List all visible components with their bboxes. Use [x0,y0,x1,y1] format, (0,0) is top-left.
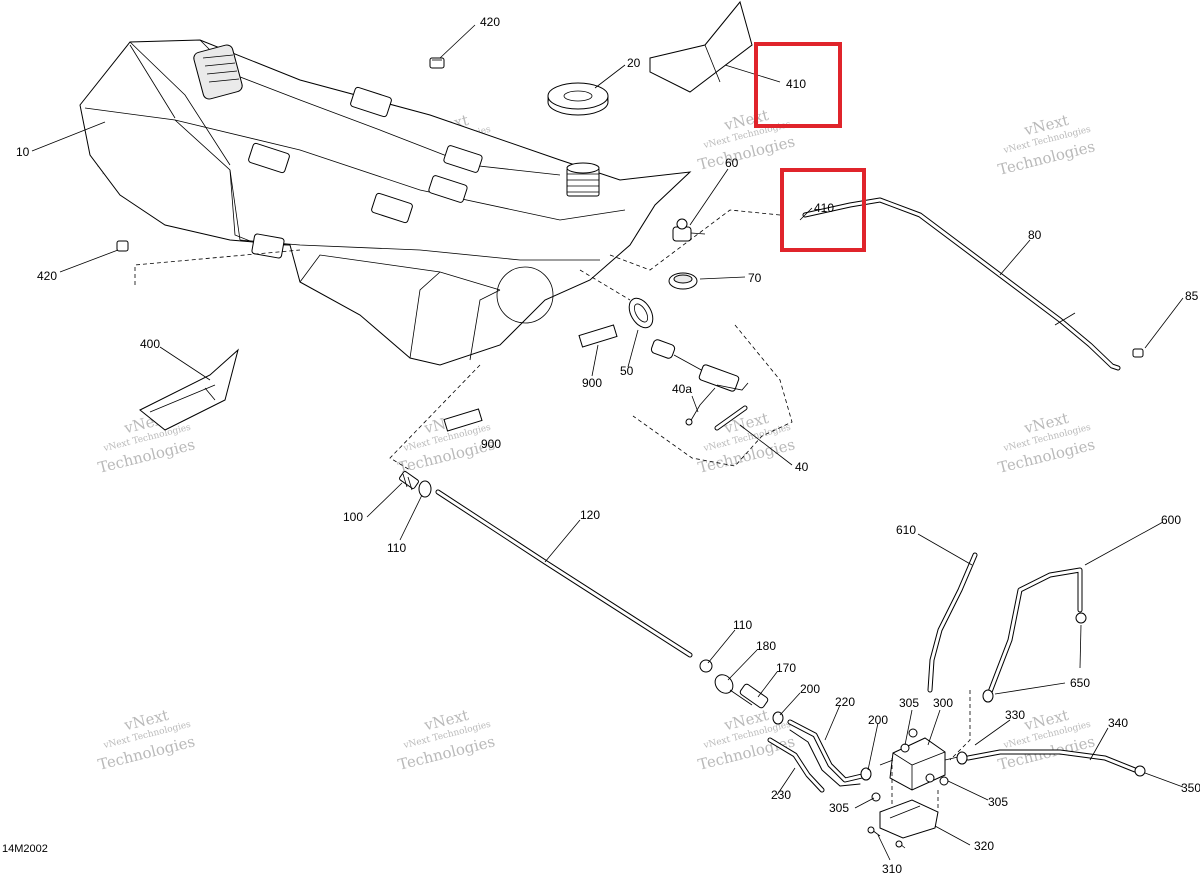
watermark-top-right: vNext Technologies vNext Technologies [996,111,1097,179]
lock-ring [628,297,654,329]
callout-170: 170 [776,661,796,675]
callout-100: 100 [343,510,363,524]
callout-320: 320 [974,839,994,853]
assembly-dashed-lines [134,209,971,808]
fuel-cap [547,82,609,116]
callout-350: 350 [1181,781,1200,795]
clamp-330 [956,751,968,765]
callout-310: 310 [882,862,902,875]
heat-shield [649,0,753,93]
nut-305-right [939,776,949,786]
watermark-bottom-center: vNext Technologies vNext Technologies [396,706,497,774]
pump-bracket [879,799,939,839]
grommet [668,272,698,290]
tank-strap-mount [443,145,483,173]
callout-70: 70 [748,271,762,285]
callout-40a: 40a [672,382,692,396]
callout-330: 330 [1005,708,1025,722]
callout-80: 80 [1028,228,1042,242]
clip-left [116,240,129,252]
screws-310 [867,826,906,849]
callout-labels: 10 20 40 40a 50 60 70 80 85 100 110 110 … [16,15,1200,875]
vent-tube [802,197,1121,371]
callout-60: 60 [725,156,739,170]
callout-305-left: 305 [829,801,849,815]
watermark-mid-center-right: vNext Technologies vNext Technologies [696,409,797,477]
callout-420-left: 420 [37,269,57,283]
callout-305-right: 305 [988,795,1008,809]
hose-clamp-650 [982,689,994,703]
vent-end-fitting [1132,348,1144,358]
hose-600 [987,567,1083,695]
hose-610 [927,552,978,693]
hose-clamp-upper [418,480,432,498]
watermark-top-center-right: vNext Technologies vNext Technologies [696,106,797,174]
callout-305-top: 305 [899,696,919,710]
hose-clamp-200 [860,767,872,781]
fuel-tank [79,39,692,366]
callout-600: 600 [1161,513,1181,527]
watermark-mid-right: vNext Technologies vNext Technologies [996,409,1097,477]
tank-strap-mount [371,192,413,224]
rollover-valve [672,218,706,242]
callout-20: 20 [627,56,641,70]
quick-connector [399,471,419,491]
nut-305-top [908,728,918,738]
hose-220 [787,719,865,787]
callout-340: 340 [1108,716,1128,730]
tank-strap-mount [248,142,290,174]
callout-110-upper: 110 [387,541,406,555]
callout-10: 10 [16,145,30,159]
tank-strap-mount [428,175,468,203]
callout-200-right: 200 [868,713,888,727]
fuel-supply-line [435,489,693,658]
highlight-box-410-shield [754,42,842,128]
callout-900-lower: 900 [481,437,501,451]
hose-clamp-lower [699,659,713,673]
nut-305-left [871,792,881,802]
callout-300: 300 [933,696,953,710]
warning-label [578,324,618,348]
callout-220: 220 [835,695,855,709]
diagram-reference-code: 14M2002 [2,843,48,855]
leader-lines [31,24,1184,861]
callout-40: 40 [795,460,809,474]
fuel-pump-module [650,339,749,431]
hose-230 [767,737,825,793]
hose-clamp-600 [1075,612,1087,624]
callout-120: 120 [580,508,600,522]
filler-neck [566,162,600,197]
hose-340 [965,749,1138,773]
callout-230: 230 [771,788,791,802]
callout-410-tube: 410 [814,201,834,215]
tank-handle [193,44,243,100]
callout-650: 650 [1070,676,1090,690]
callout-85: 85 [1185,289,1199,303]
callout-110-lower: 110 [733,618,752,632]
callout-400: 400 [140,337,160,351]
callout-200-left: 200 [800,682,820,696]
callout-410-shield: 410 [786,77,806,91]
clamp-350 [1134,765,1146,777]
tank-strap-mount [350,86,392,118]
warning-label-lower [443,408,483,432]
clip-top [429,57,445,69]
mounting-bracket [139,348,239,431]
callout-420-top: 420 [480,15,500,29]
callout-50: 50 [620,364,634,378]
callout-180: 180 [756,639,776,653]
callout-900-upper: 900 [582,376,602,390]
highlight-boxes [754,42,866,252]
highlight-box-410-tube [780,168,866,252]
watermark-bottom-left: vNext Technologies vNext Technologies [96,706,197,774]
callout-610: 610 [896,523,916,537]
watermark-bottom-center-right: vNext Technologies vNext Technologies [696,706,797,774]
